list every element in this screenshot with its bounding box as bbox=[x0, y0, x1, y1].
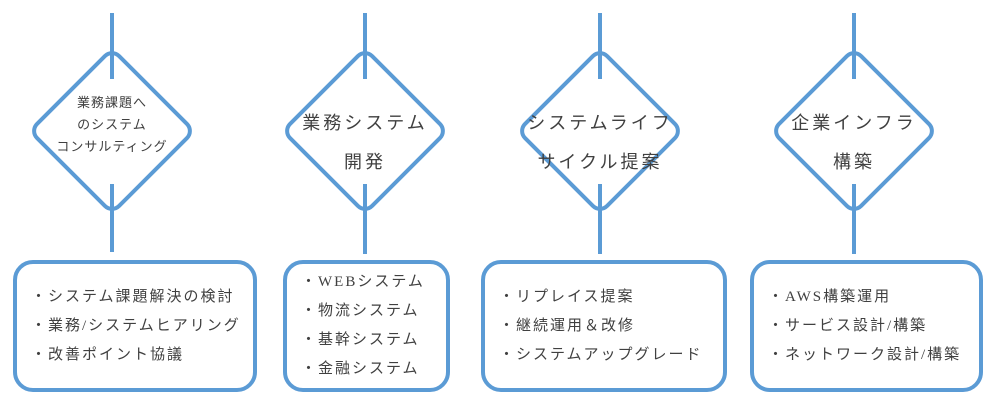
diamond-shape-2 bbox=[285, 51, 445, 211]
list-item: ・AWS構築運用 bbox=[768, 288, 892, 305]
diamond-label-line: 業務システム bbox=[302, 113, 428, 133]
diamond-label-line: 企業インフラ bbox=[791, 113, 917, 133]
list-item: ・業務/システムヒアリング bbox=[31, 317, 241, 334]
diamond-label-line: 業務課題へ bbox=[76, 95, 148, 110]
list-item: ・サービス設計/構築 bbox=[768, 317, 928, 334]
detail-list-consulting: ・システム課題解決の検討 ・業務/システムヒアリング ・改善ポイント協議 bbox=[15, 262, 255, 390]
detail-list-lifecycle: ・リプレイス提案 ・継続運用＆改修 ・システムアップグレード bbox=[483, 262, 725, 390]
list-item: ・システムアップグレード bbox=[499, 346, 703, 363]
diamond-label-line: 構築 bbox=[833, 152, 875, 172]
diamond-shape-3 bbox=[520, 51, 680, 211]
diamond-label-line: 開発 bbox=[344, 152, 386, 172]
diamond-label-line: コンサルティング bbox=[56, 139, 168, 154]
diamond-label-line: システムライフ bbox=[527, 113, 673, 133]
detail-box-shape-3 bbox=[481, 260, 727, 392]
list-item: ・WEBシステム bbox=[301, 274, 425, 290]
list-item: ・システム課題解決の検討 bbox=[31, 288, 235, 305]
detail-box-shape-1 bbox=[13, 260, 257, 392]
diamond-label-system-dev: 業務システム 開発 bbox=[302, 104, 427, 182]
diamond-label-line: のシステム bbox=[77, 117, 147, 132]
detail-list-infrastructure: ・AWS構築運用 ・サービス設計/構築 ・ネットワーク設計/構築 bbox=[752, 262, 981, 390]
diamond-label-infrastructure: 企業インフラ 構築 bbox=[791, 104, 916, 182]
diamond-label-consulting: 業務課題へ のシステム コンサルティング bbox=[56, 92, 167, 158]
detail-box-shape-4 bbox=[750, 260, 983, 392]
diamond-shape-4 bbox=[774, 51, 934, 211]
list-item: ・基幹システム bbox=[301, 332, 420, 348]
list-item: ・ネットワーク設計/構築 bbox=[768, 346, 962, 363]
diamond-label-line: サイクル提案 bbox=[537, 152, 663, 172]
diamond-label-lifecycle: システムライフ サイクル提案 bbox=[527, 104, 673, 182]
detail-box-shape-2 bbox=[283, 260, 450, 392]
list-item: ・リプレイス提案 bbox=[499, 288, 635, 305]
diamond-shape-1 bbox=[32, 51, 192, 211]
detail-list-system-dev: ・WEBシステム ・物流システム ・基幹システム ・金融システム bbox=[285, 262, 448, 390]
list-item: ・改善ポイント協議 bbox=[31, 346, 185, 363]
list-item: ・継続運用＆改修 bbox=[499, 317, 636, 334]
list-item: ・物流システム bbox=[301, 303, 420, 319]
list-item: ・金融システム bbox=[301, 361, 420, 377]
